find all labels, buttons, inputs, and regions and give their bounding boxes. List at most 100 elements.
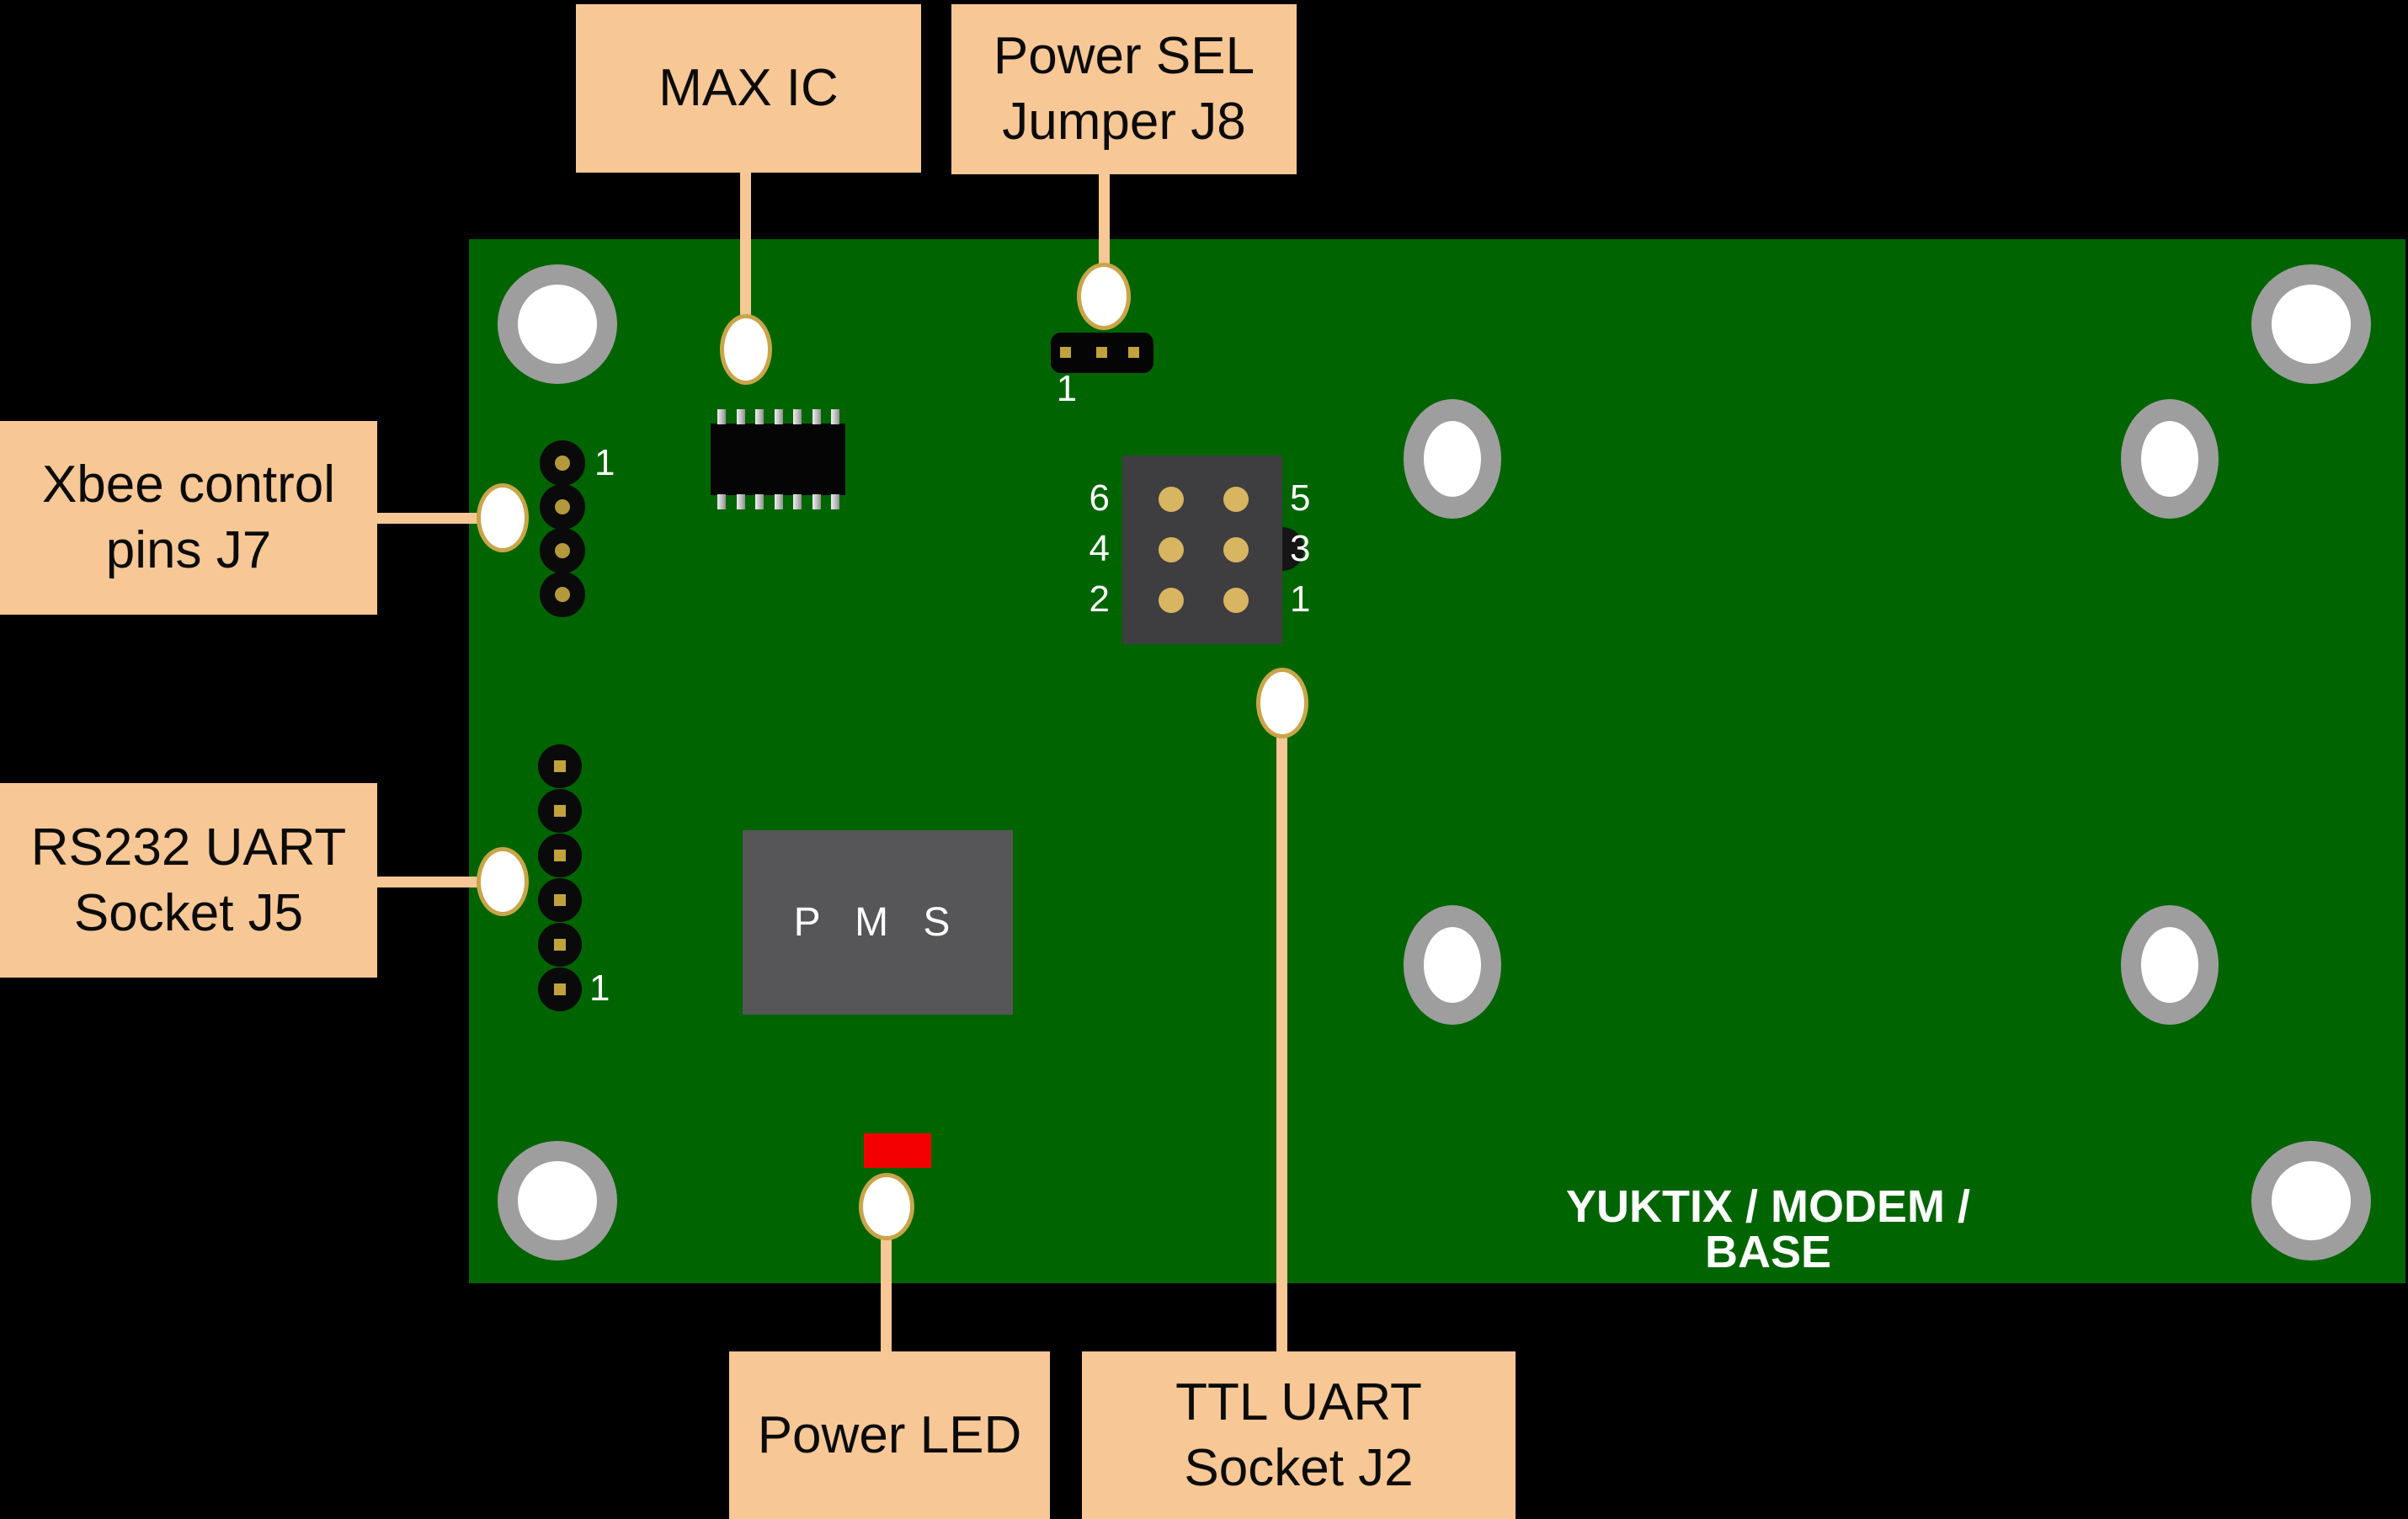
callout-marker-j7 xyxy=(477,483,529,552)
mounting-hole-bore xyxy=(2272,1161,2351,1240)
j5-pin-pad xyxy=(554,760,566,772)
j2-pin xyxy=(1159,487,1184,512)
max-ic-pin xyxy=(755,494,764,509)
callout-marker-j2 xyxy=(1256,668,1308,738)
j5-pin-pad xyxy=(554,939,566,951)
j2-pin xyxy=(1159,588,1184,613)
max-ic-pin xyxy=(831,494,839,509)
connector-j2 xyxy=(1122,456,1282,644)
j7-pin xyxy=(540,440,585,486)
callout-label-ttl-uart-socket-j2: TTL UART Socket J2 xyxy=(1082,1351,1516,1519)
callout-line-j7 xyxy=(376,513,481,524)
callout-line-j5 xyxy=(376,877,481,887)
j2-pin-label-6: 6 xyxy=(1089,477,1110,519)
j7-pin1-label: 1 xyxy=(594,442,615,483)
j5-pin xyxy=(538,923,582,967)
j2-pin-label-5: 5 xyxy=(1290,477,1311,519)
callout-label-text: pins J7 xyxy=(105,521,272,579)
callout-label-rs232-uart-socket-j5: RS232 UART Socket J5 xyxy=(0,783,377,978)
callout-marker-jumper-j8 xyxy=(1077,263,1131,330)
j7-pin-pad xyxy=(555,456,570,471)
callout-label-power-sel-jumper-j8: Power SEL Jumper J8 xyxy=(951,4,1297,174)
callout-line-jumper-j8 xyxy=(1099,173,1110,264)
callout-label-text: TTL UART xyxy=(1175,1372,1422,1431)
oval-hole-bore xyxy=(1424,927,1481,1003)
j5-pin xyxy=(538,967,582,1011)
callout-label-text: Socket J2 xyxy=(1184,1438,1414,1497)
callout-label-text: Power LED xyxy=(757,1405,1022,1464)
mounting-hole-top-left xyxy=(498,264,617,384)
max-ic-pin xyxy=(717,409,726,424)
j2-pin-label-1: 1 xyxy=(1290,578,1311,620)
callout-line-j2 xyxy=(1276,736,1287,1352)
j8-pin-pad xyxy=(1096,347,1107,358)
j2-pin xyxy=(1223,537,1249,562)
silkscreen-text: YUKTIX / MODEM / BASE xyxy=(1565,1181,1970,1277)
max-ic-pin xyxy=(812,494,821,509)
max-ic-chip xyxy=(711,424,845,495)
j5-pin xyxy=(538,834,582,877)
callout-marker-j5 xyxy=(477,847,529,916)
max-ic-pin xyxy=(737,494,745,509)
j5-pin xyxy=(538,878,582,922)
oval-hole-bore xyxy=(2141,927,2198,1003)
oval-hole-bore xyxy=(2141,421,2198,497)
j8-pin-pad xyxy=(1060,347,1071,358)
mounting-hole-bottom-right xyxy=(2251,1141,2371,1261)
j5-pin-pad xyxy=(554,850,566,861)
oval-hole-mid-right-top xyxy=(2121,399,2219,519)
oval-hole-mid-right-bottom xyxy=(2121,905,2219,1025)
oval-hole-mid-left-bottom xyxy=(1404,905,1501,1025)
j2-pin xyxy=(1223,487,1249,512)
j2-pin-label-4: 4 xyxy=(1089,528,1110,569)
max-ic-pin xyxy=(831,409,839,424)
max-ic-pin xyxy=(793,409,802,424)
j7-pin-pad xyxy=(555,499,570,514)
j7-pin-pad xyxy=(555,543,570,558)
max-ic-pin xyxy=(717,494,726,509)
max-ic-pin xyxy=(755,409,764,424)
pms-chip: P M S xyxy=(743,830,1013,1015)
max-ic-pin xyxy=(812,409,821,424)
j8-pin-pad xyxy=(1128,347,1139,358)
j5-pin1-label: 1 xyxy=(589,967,610,1009)
j7-pin xyxy=(540,528,585,573)
j7-pin xyxy=(540,572,585,617)
callout-label-max-ic: MAX IC xyxy=(576,4,921,173)
mounting-hole-bore xyxy=(2272,285,2351,364)
j2-pin-label-3: 3 xyxy=(1290,528,1311,569)
j8-pin1-label: 1 xyxy=(1056,368,1078,409)
callout-marker-power-led xyxy=(859,1173,914,1240)
j5-pin xyxy=(538,744,582,788)
j5-pin-pad xyxy=(554,805,566,817)
callout-line-power-led xyxy=(881,1238,892,1352)
pcb-board xyxy=(469,239,2405,1283)
j5-pin-pad xyxy=(554,983,566,995)
callout-label-text: Socket J5 xyxy=(73,883,304,942)
j7-pin-pad xyxy=(555,587,570,602)
pms-chip-label: P M S xyxy=(793,900,962,945)
mounting-hole-bore xyxy=(518,1161,597,1240)
power-led xyxy=(864,1133,931,1168)
j5-pin xyxy=(538,789,582,833)
j5-pin-pad xyxy=(554,894,566,906)
j7-pin xyxy=(540,484,585,530)
callout-line-max-ic xyxy=(740,173,751,316)
max-ic-pin xyxy=(737,409,745,424)
callout-label-text: RS232 UART xyxy=(30,818,347,877)
max-ic-pin xyxy=(775,494,783,509)
mounting-hole-bore xyxy=(518,285,597,364)
callout-label-power-led: Power LED xyxy=(729,1351,1050,1519)
j2-pin xyxy=(1159,537,1184,562)
callout-label-xbee-control-pins-j7: Xbee control pins J7 xyxy=(0,421,377,615)
jumper-j8 xyxy=(1051,333,1153,373)
callout-label-text: MAX IC xyxy=(658,59,839,117)
oval-hole-bore xyxy=(1424,421,1481,497)
callout-marker-max-ic xyxy=(720,314,772,385)
mounting-hole-bottom-left xyxy=(498,1141,617,1261)
max-ic-pin xyxy=(775,409,783,424)
j2-pin xyxy=(1223,588,1249,613)
callout-label-text: Jumper J8 xyxy=(1002,93,1246,151)
oval-hole-mid-left-top xyxy=(1404,399,1501,519)
